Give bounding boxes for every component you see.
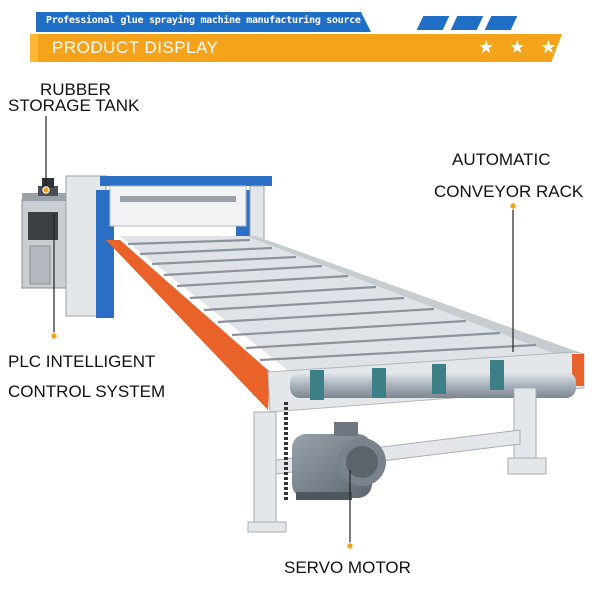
front-roller xyxy=(290,360,576,400)
servo-motor xyxy=(292,422,386,500)
page-title: PRODUCT DISPLAY xyxy=(52,38,219,57)
title-bar xyxy=(30,34,562,62)
conveyor-rollers xyxy=(127,238,537,362)
conveyor-label-line2: CONVEYOR RACK xyxy=(434,182,584,201)
title-accent xyxy=(30,34,38,62)
star-rating-icon: ★ ★ ★ xyxy=(478,37,562,57)
plc-label-line1: PLC INTELLIGENT xyxy=(8,352,156,371)
plc-label-line2: CONTROL SYSTEM xyxy=(8,382,166,401)
callout-lines xyxy=(45,116,514,546)
conveyor-label-line1: AUTOMATIC xyxy=(452,150,551,169)
rubber-tank-label-line2: STORAGE TANK xyxy=(8,96,140,115)
glue-spraying-machine xyxy=(65,175,272,318)
tagline-bar xyxy=(36,12,371,32)
tagline-text: Professional glue spraying machine manuf… xyxy=(46,15,407,26)
header-banner: Professional glue spraying machine manuf… xyxy=(0,0,600,70)
rubber-tank-label-line1: RUBBER xyxy=(40,80,111,99)
servo-motor-label: SERVO MOTOR xyxy=(284,558,411,577)
callout-dots xyxy=(42,186,517,550)
